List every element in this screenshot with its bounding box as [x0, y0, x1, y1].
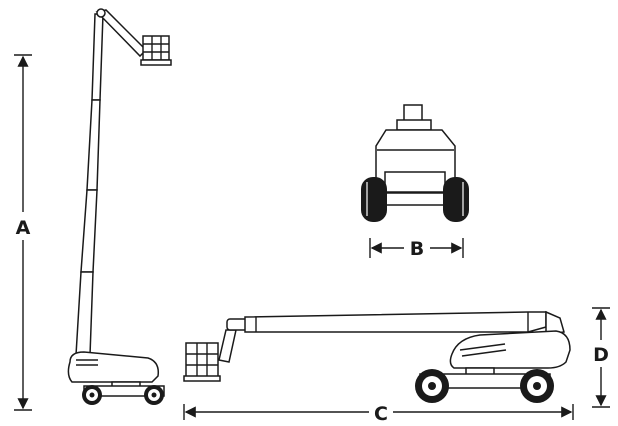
- dimension-b: B: [369, 238, 464, 260]
- lift-stowed-side-view: [183, 310, 571, 403]
- wheel-icon: [520, 369, 554, 403]
- dimension-b-label: B: [410, 238, 424, 260]
- platform-basket-icon: [183, 342, 221, 382]
- lift-extended-side-view: [67, 8, 172, 405]
- lift-front-view: [361, 104, 469, 222]
- dimension-c: C: [183, 403, 574, 425]
- dimension-a: A: [14, 54, 32, 411]
- tire-icon: [443, 177, 469, 222]
- dimension-c-label: C: [374, 403, 388, 425]
- wheel-icon: [415, 369, 449, 403]
- platform-basket-icon: [140, 35, 172, 66]
- wheel-icon: [82, 385, 102, 405]
- wheel-icon: [144, 385, 164, 405]
- dimension-d-label: D: [593, 344, 609, 366]
- dimension-d: D: [592, 307, 610, 408]
- tire-icon: [361, 177, 387, 222]
- dimension-a-label: A: [16, 217, 31, 239]
